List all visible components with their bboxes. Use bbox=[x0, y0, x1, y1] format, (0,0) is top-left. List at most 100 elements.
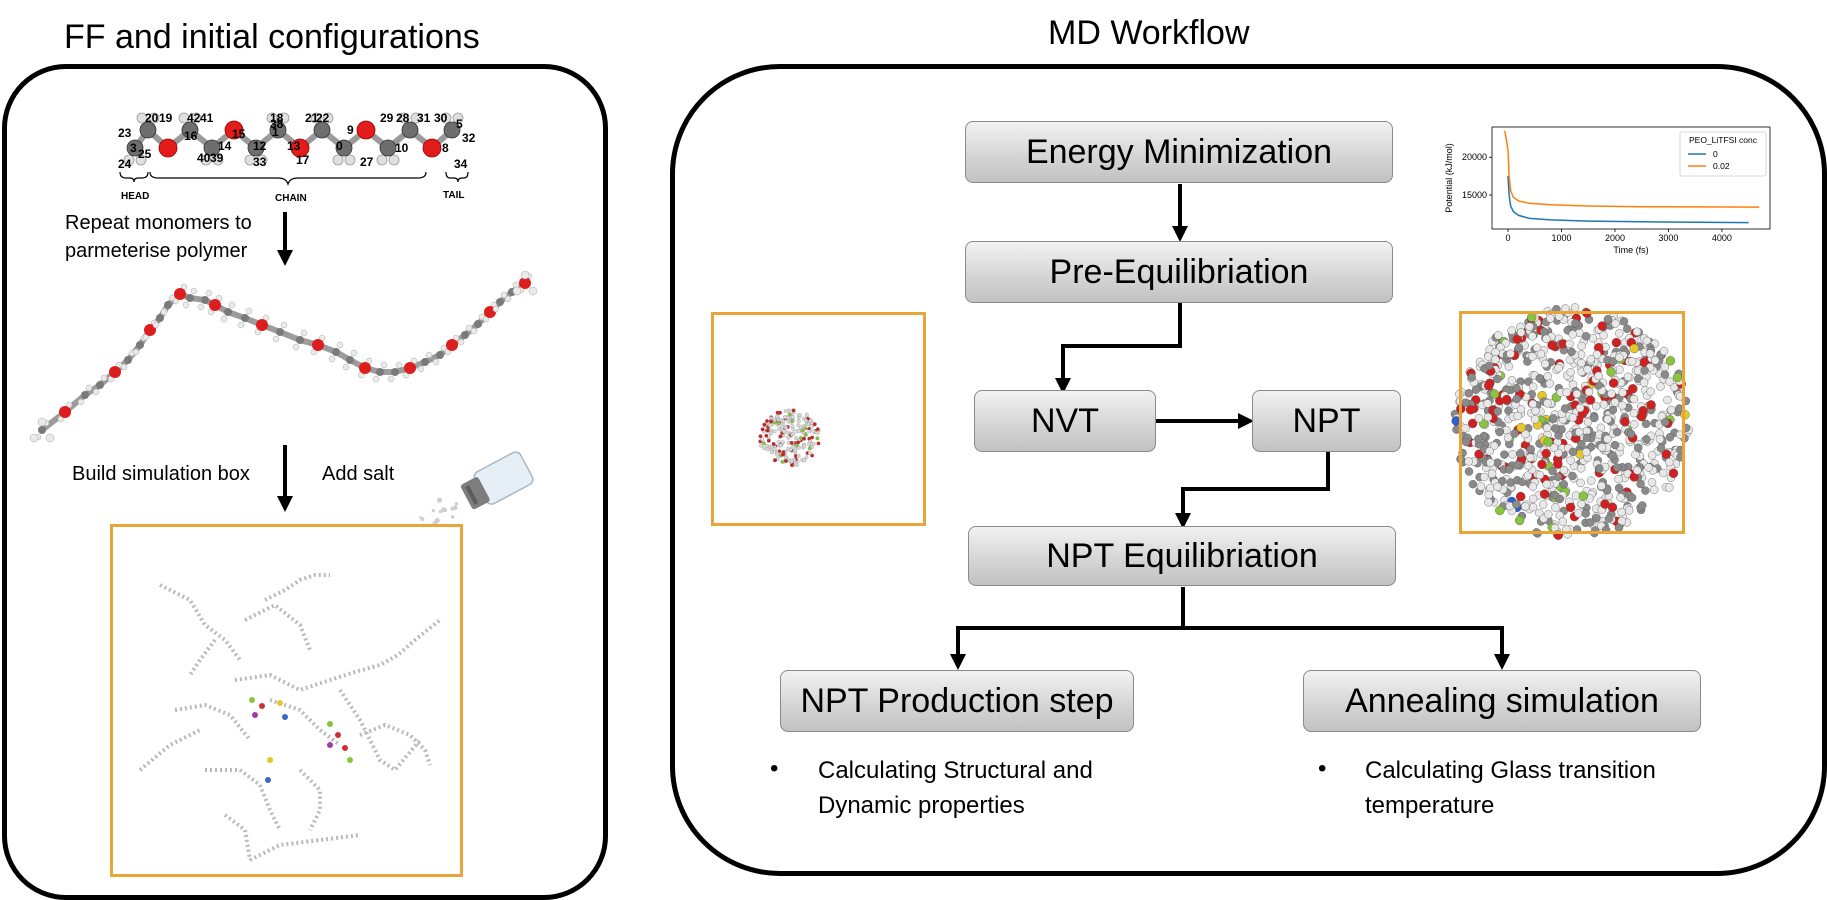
polymer-atoms bbox=[29, 270, 538, 443]
x-axis-label: Time (fs) bbox=[1613, 245, 1648, 255]
equilibrated-oxygen bbox=[1465, 405, 1476, 415]
equilibrated-hydrogen bbox=[1583, 417, 1593, 427]
equilibrated-carbon bbox=[1582, 433, 1592, 442]
compressed-atom bbox=[809, 424, 814, 429]
equilibrated-oxygen bbox=[1539, 489, 1550, 499]
carbon-atom bbox=[126, 139, 144, 157]
compressed-atom bbox=[760, 427, 765, 432]
atom-number-label: 0 bbox=[336, 139, 343, 153]
polymer-hydrogen bbox=[492, 305, 500, 313]
equilibrated-oxygen bbox=[1483, 381, 1494, 391]
compressed-atom bbox=[761, 441, 766, 446]
polymer-carbon bbox=[156, 314, 164, 322]
hydrogen-atom bbox=[256, 154, 268, 166]
x-tick-label: 3000 bbox=[1658, 233, 1678, 243]
equilibrated-hydrogen bbox=[1507, 376, 1517, 385]
equilibrated-carbon bbox=[1461, 437, 1471, 447]
compressed-atom bbox=[778, 417, 783, 422]
compressed-atom bbox=[796, 419, 801, 424]
hydrogen-atom bbox=[278, 112, 290, 124]
chart-legend bbox=[1679, 131, 1767, 177]
polymer-hydrogen bbox=[500, 291, 508, 299]
legend-title: PEO_LiTFSI conc bbox=[1689, 135, 1758, 145]
equilibrated-carbon bbox=[1568, 471, 1577, 481]
equilibrated-fluorine bbox=[1514, 515, 1525, 526]
compressed-atom bbox=[779, 443, 783, 448]
hydrogen-atom bbox=[136, 112, 148, 124]
equilibrated-hydrogen bbox=[1491, 355, 1500, 364]
compressed-atom bbox=[810, 435, 815, 440]
equilibrated-hydrogen bbox=[1540, 359, 1550, 369]
oxygen-atom bbox=[422, 138, 442, 158]
equilibrated-hydrogen bbox=[1535, 470, 1545, 480]
equilibrated-carbon bbox=[1471, 385, 1481, 394]
polymer-hydrogen bbox=[512, 286, 522, 296]
compressed-atom bbox=[775, 414, 780, 419]
equilibrated-hydrogen bbox=[1566, 456, 1575, 465]
label-chain: CHAIN bbox=[275, 193, 307, 204]
compressed-atom bbox=[807, 429, 812, 434]
equilibrated-carbon bbox=[1510, 429, 1519, 438]
annealing-box: Annealing simulation bbox=[1303, 670, 1701, 732]
equilibrated-hydrogen bbox=[1503, 433, 1513, 442]
x-tick-label: 0 bbox=[1506, 233, 1511, 243]
bullet-right-line1: Calculating Glass transition bbox=[1365, 757, 1656, 784]
compressed-atom bbox=[803, 418, 808, 423]
salt-grain bbox=[454, 502, 459, 506]
compressed-atom bbox=[796, 440, 801, 445]
compressed-atom bbox=[765, 447, 770, 452]
equilibrated-hydrogen bbox=[1562, 388, 1571, 397]
equilibrated-hydrogen bbox=[1615, 329, 1624, 338]
sim-polymer-chain bbox=[159, 583, 242, 662]
polymer-oxygen bbox=[256, 319, 268, 331]
polymer-hydrogen bbox=[336, 341, 344, 349]
salt-grain bbox=[450, 515, 455, 519]
equilibrated-hydrogen bbox=[1594, 371, 1603, 381]
equilibrated-carbon bbox=[1610, 440, 1620, 450]
compressed-atom bbox=[801, 436, 806, 441]
atom-number-label: 30 bbox=[434, 111, 448, 125]
equilibrated-carbon bbox=[1551, 424, 1560, 433]
equilibrated-hydrogen bbox=[1665, 377, 1674, 386]
x-tick-label: 1000 bbox=[1551, 233, 1571, 243]
polymer-hydrogen bbox=[45, 433, 55, 443]
npt-equilibration-box: NPT Equilibriation bbox=[968, 526, 1396, 586]
equilibrated-hydrogen bbox=[1484, 498, 1493, 507]
hydrogen-atom bbox=[310, 112, 322, 124]
equilibrated-hydrogen bbox=[1528, 382, 1538, 391]
equilibrated-hydrogen bbox=[1474, 414, 1484, 423]
atom-number-label: 27 bbox=[360, 155, 374, 169]
equilibrated-hydrogen bbox=[1507, 326, 1516, 335]
compressed-atom bbox=[803, 426, 808, 431]
equilibrated-carbon bbox=[1612, 427, 1622, 437]
equilibrated-fluorine bbox=[1665, 356, 1676, 366]
polymer-hydrogen bbox=[205, 289, 213, 297]
equilibrated-carbon bbox=[1641, 486, 1650, 495]
series-line-0 bbox=[1507, 176, 1749, 224]
arrow-down-2 bbox=[277, 445, 293, 512]
equilibrated-carbon bbox=[1640, 366, 1649, 375]
polymer-hydrogen bbox=[528, 286, 538, 296]
equilibrated-hydrogen bbox=[1616, 493, 1625, 502]
atom-number-label: 14 bbox=[218, 139, 232, 153]
atom-number-label: 12 bbox=[253, 139, 267, 153]
equilibrated-hydrogen bbox=[1489, 441, 1499, 450]
equilibrated-oxygen bbox=[1512, 334, 1523, 344]
equilibrated-carbon bbox=[1581, 509, 1590, 518]
compressed-atom bbox=[796, 454, 801, 458]
equilibrated-hydrogen bbox=[1576, 464, 1586, 473]
equilibrated-hydrogen bbox=[1575, 427, 1584, 437]
compressed-atom bbox=[782, 429, 787, 434]
salt-ion bbox=[282, 714, 288, 720]
equilibrated-hydrogen bbox=[1597, 481, 1606, 490]
equilibrated-hydrogen bbox=[1543, 372, 1552, 381]
compressed-atom bbox=[794, 446, 799, 451]
carbon-atom bbox=[247, 139, 265, 157]
equilibrated-carbon bbox=[1660, 370, 1670, 379]
equilibrated-hydrogen bbox=[1645, 349, 1655, 358]
polymer-hydrogen bbox=[85, 384, 93, 392]
hydrogen-atom bbox=[212, 154, 224, 166]
polymer-oxygen bbox=[144, 324, 156, 336]
equilibrated-hydrogen bbox=[1516, 405, 1526, 414]
